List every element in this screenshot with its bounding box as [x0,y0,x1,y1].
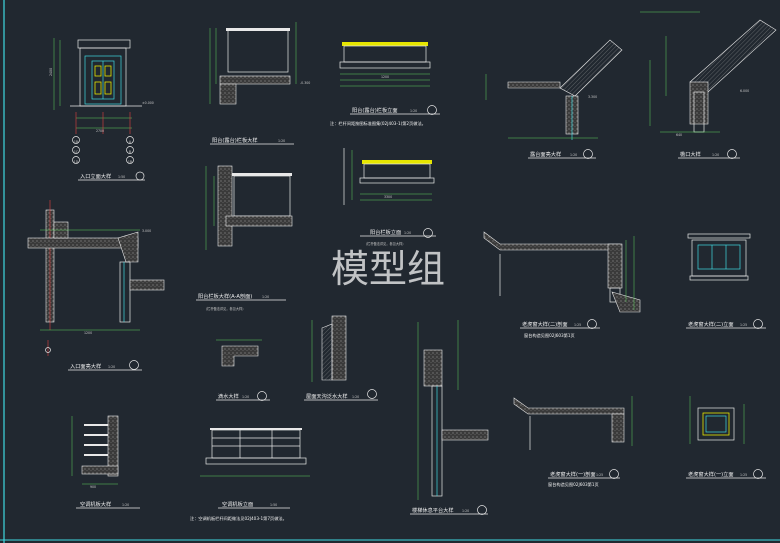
title-window-elevation-1: 老虎窗大样(一)立面 [688,470,734,478]
entrance-height-dim: 2400 [49,68,53,76]
window-elevation-2-detail[interactable]: 老虎窗大样(二)立面 1:25 [686,233,766,329]
axis-bubble-label: A [129,140,132,144]
balcony-railing-elevation[interactable]: 1200 阳台(露台)栏板立面 1:20 注：栏杆间距按图标准图集(02J403… [330,42,440,127]
drip-detail[interactable]: 滴水大样 1:20 [216,339,270,401]
level-mark: -0.300 [300,81,310,85]
title-gate-eave: 檐口大样 [680,150,701,158]
level-mark: 3.300 [588,95,597,99]
gutter-detail[interactable]: 屋面天沟泛水大样 1:20 [304,315,378,401]
title-window-section-2: 老虎窗大样(二)剖面 [522,320,568,328]
svg-text:1:20: 1:20 [278,139,285,143]
svg-text:3300: 3300 [384,195,392,199]
svg-text:1:20: 1:20 [122,503,129,507]
title-drip-detail: 滴水大样 [218,392,239,400]
title-gutter-detail: 屋面天沟泛水大样 [306,392,348,400]
svg-text:1:20: 1:20 [242,395,249,399]
window-elevation-1-detail[interactable]: 老虎窗大样(一)立面 1:25 [686,396,766,479]
ac-panel-detail[interactable]: 900 空调机板大样 1:20 [71,415,140,509]
window-section-2-detail[interactable]: 老虎窗大样(二)剖面 1:25 窗台构造见图02J603第1页 [483,231,641,339]
railing-note: 注：栏杆间距按图标准图集(02J403-1)第2页做法。 [330,120,426,127]
axis-bubble-label: 1D [74,160,79,164]
axis-bubble-label: 1C [74,150,79,154]
title-stair-platform: 楼梯休息平台大样 [412,506,454,514]
scale-entrance-elevation: 1:50 [118,175,125,179]
window-section-1-detail[interactable]: 老虎窗大样(一)剖面 1:25 窗台构造见图02J603第1页 [513,396,633,488]
axis-bubble-label: 1B [74,140,78,144]
balcony-section-aa[interactable]: 阳台栏板大样(A-A剖面) 1:20 （栏杆做法详见，参见大样） [196,165,293,311]
svg-text:1200: 1200 [84,331,92,335]
entrance-width-dim: 2700 [96,129,104,133]
svg-text:1:20: 1:20 [262,295,269,299]
title-entrance-elevation: 入口立面大样 [80,172,111,180]
entrance-elevation-detail[interactable]: 2700 2400 入口立面大样 1:50 [49,38,145,181]
svg-text:1200: 1200 [381,75,389,79]
level-mark: 3.000 [142,229,151,233]
svg-text:1:20: 1:20 [570,153,577,157]
svg-text:1:20: 1:20 [462,509,469,513]
title-balcony-railing: 阳台(露台)栏板大样 [212,136,258,144]
svg-text:1:20: 1:20 [404,231,411,235]
ac-note: 注：空调机板栏杆间距做法见02J403-1第7页做法。 [190,515,287,522]
title-window-section-1: 老虎窗大样(一)剖面 [550,470,596,478]
svg-text:1:25: 1:25 [574,323,581,327]
watermark-text: 模型组 [331,247,445,291]
svg-text:（栏杆做法详见，参见大样）: （栏杆做法详见，参见大样） [364,241,405,246]
title-balcony-railing-elevation: 阳台(露台)栏板立面 [352,106,398,114]
svg-text:900: 900 [90,485,96,489]
svg-text:1:50: 1:50 [270,503,277,507]
axis-bubble-label: 1B [128,160,132,164]
svg-text:1:25: 1:25 [740,323,747,327]
dormer-section-detail[interactable]: 露台面亮大样 1:20 [485,39,623,159]
svg-text:1:20: 1:20 [108,365,115,369]
svg-text:1:20: 1:20 [410,109,417,113]
svg-text:1:20: 1:20 [712,153,719,157]
title-ac-panel: 空调机板大样 [80,500,111,508]
title-window-elevation-2: 老虎窗大样(二)立面 [688,320,734,328]
level-mark: ±0.000 [142,101,154,105]
svg-text:1:25: 1:25 [596,473,603,477]
title-entrance-section: 入口面亮大样 [70,362,101,370]
axis-bubble-label: B [129,150,131,154]
title-dormer-section: 露台面亮大样 [530,150,561,158]
gate-eave-detail[interactable]: 640 檐口大样 1:20 [640,11,777,159]
svg-text:1:25: 1:25 [740,473,747,477]
svg-text:（栏杆做法详见，参见大样）: （栏杆做法详见，参见大样） [204,306,245,311]
window1-note: 窗台构造见图02J603第1页 [548,481,599,488]
title-balcony-section-aa: 阳台栏板大样(A-A剖面) [198,292,252,300]
level-mark: 6.000 [740,89,749,93]
svg-text:1:20: 1:20 [352,395,359,399]
title-ac-panel-elevation: 空调机板立面 [222,500,253,508]
ac-panel-elevation[interactable]: 空调机板立面 1:50 注：空调机板栏杆间距做法见02J403-1第7页做法。 [190,428,310,522]
stair-platform-detail[interactable]: 楼梯休息平台大样 1:20 [410,320,489,515]
svg-text:640: 640 [676,133,682,137]
window2-note: 窗台构造见图02J603第1页 [524,332,575,339]
balcony-railing-detail[interactable]: 阳台(露台)栏板大样 1:20 [209,22,297,145]
title-balcony-elevation-2: 阳台栏板立面 [370,228,401,236]
balcony-elevation-2[interactable]: 3300 阳台栏板立面 1:20 （栏杆做法详见，参见大样） [343,148,436,246]
entrance-section-detail[interactable]: 1200 入口面亮大样 1:20 [27,200,165,371]
